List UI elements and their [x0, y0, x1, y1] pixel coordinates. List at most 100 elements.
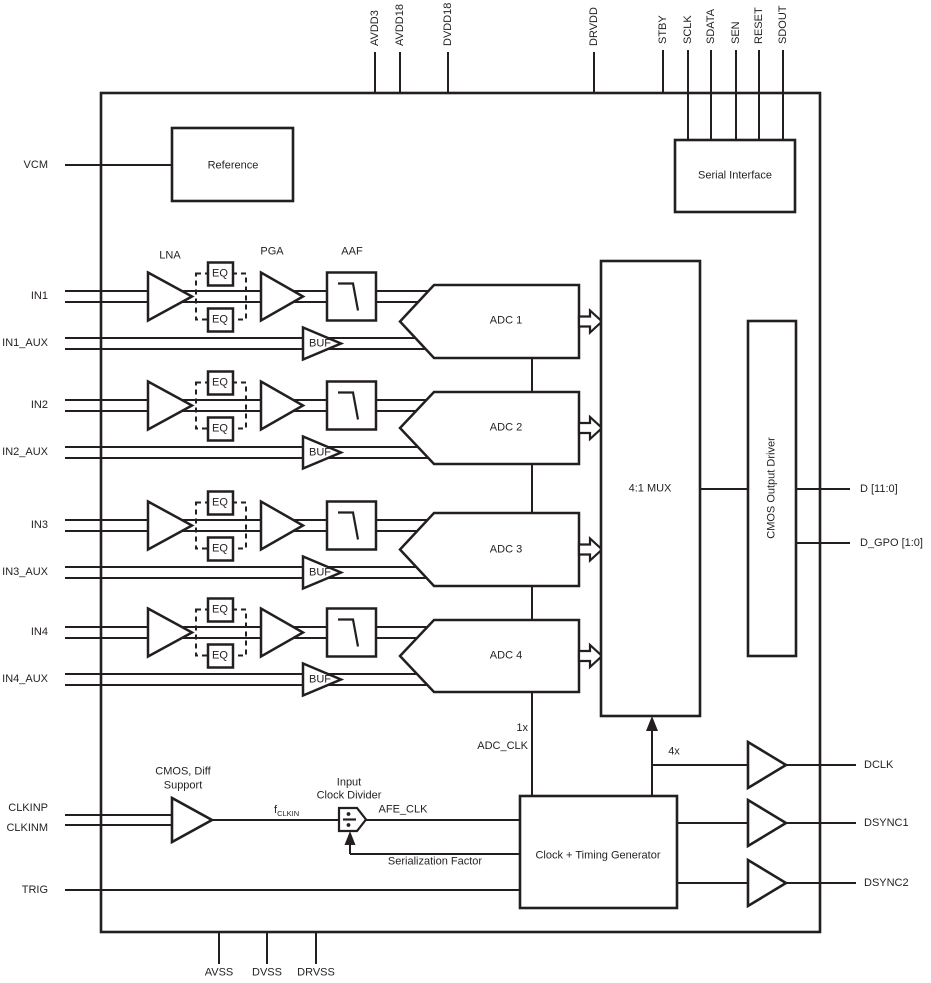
- pin-clkinp: CLKINP: [8, 802, 48, 814]
- pin-in4: IN4: [30, 626, 48, 638]
- pin-dclk: DCLK: [864, 759, 894, 771]
- pin-dsync1: DSYNC1: [864, 817, 909, 829]
- fclkin-sub: CLKIN: [277, 809, 300, 819]
- lna-triangle: [146, 270, 195, 323]
- eq-label: EQ: [212, 376, 228, 389]
- eq-box: [206, 261, 235, 669]
- clock-divider-label-line2: Clock Divider: [316, 789, 382, 802]
- mux-box: [599, 259, 702, 718]
- fclkin-base: f: [274, 804, 278, 816]
- pin-sen: SEN: [730, 21, 742, 44]
- pin-clkinm: CLKINM: [6, 822, 48, 834]
- pin-sclk: SCLK: [682, 15, 694, 44]
- aaf-box: [325, 380, 378, 431]
- eq-label: EQ: [212, 267, 228, 280]
- pin-in3: IN3: [30, 519, 48, 531]
- pin-trig: TRIG: [21, 884, 48, 896]
- reference-box: [170, 126, 295, 203]
- pin-sdout: SDOUT: [777, 5, 789, 45]
- up-arrowhead-icon: [646, 716, 658, 731]
- adc3-shape: [398, 511, 581, 588]
- eq-label: EQ: [212, 496, 228, 509]
- pin-drvdd: DRVDD: [588, 7, 600, 46]
- pin-avss: AVSS: [204, 966, 234, 979]
- adc2-label: ADC 2: [489, 421, 523, 434]
- pin-dvdd18: DVDD18: [442, 2, 454, 46]
- mux-label: 4:1 MUX: [628, 482, 672, 495]
- clock-gen-box: [518, 794, 679, 910]
- up-arrowhead-icon: [344, 831, 356, 845]
- pin-sdata: SDATA: [705, 8, 717, 44]
- divide-dot: [346, 812, 351, 816]
- divide-dot: [346, 823, 351, 827]
- adc-clk-label: ADC_CLK: [477, 740, 528, 752]
- arrowheads: [344, 716, 658, 845]
- pga-triangle: [259, 270, 306, 323]
- adc3-label: ADC 3: [489, 543, 523, 556]
- reference-label: Reference: [207, 159, 259, 172]
- adc4-shape: [398, 618, 581, 694]
- adc1-label: ADC 1: [489, 314, 523, 327]
- clock-support-label-line2: Support: [163, 779, 203, 792]
- pin-dvss: DVSS: [252, 966, 282, 979]
- pin-d-bus: D [11:0]: [860, 483, 898, 495]
- cmos-driver-box: [746, 319, 798, 658]
- adc1-shape: [398, 283, 581, 360]
- pin-in3-aux: IN3_AUX: [2, 566, 48, 578]
- buf-triangle: [301, 434, 345, 471]
- pin-in1: IN1: [30, 290, 48, 302]
- eq-label: EQ: [212, 313, 228, 326]
- adc2-shape: [398, 390, 581, 466]
- adc4-label: ADC 4: [489, 649, 523, 662]
- serial-interface-label: Serial Interface: [698, 169, 772, 182]
- major-blocks: [170, 126, 798, 910]
- fclkin-label: fCLKIN: [274, 804, 299, 820]
- eq-label: EQ: [212, 649, 228, 662]
- eq-label: EQ: [212, 542, 228, 555]
- buf-label: BUF: [309, 337, 331, 350]
- buf-label: BUF: [309, 566, 331, 579]
- pin-in2-aux: IN2_AUX: [2, 446, 48, 458]
- dclk-rate-label: 4x: [668, 745, 680, 758]
- pin-stby: STBY: [657, 15, 669, 44]
- eq-groups: [195, 261, 247, 669]
- lna-triangle: [146, 606, 195, 659]
- lna-label: LNA: [159, 249, 181, 262]
- pin-in2: IN2: [30, 399, 48, 411]
- lna-triangle: [146, 379, 195, 432]
- lna-triangle: [146, 499, 195, 552]
- cmos-driver-label: CMOS Output Driver: [765, 437, 778, 539]
- dsync1-driver-triangle: [746, 797, 789, 849]
- clock-buffer-triangle: [170, 795, 215, 845]
- wires: [65, 50, 856, 964]
- clock-support-label-line1: CMOS, Diff: [155, 765, 211, 778]
- pga-label: PGA: [260, 245, 284, 258]
- lowpass-filter-icon: [338, 282, 360, 647]
- dsync2-driver-triangle: [746, 857, 789, 909]
- chip-boundary: [99, 91, 822, 934]
- pin-dsync2: DSYNC2: [864, 877, 909, 889]
- pin-in4-aux: IN4_AUX: [2, 673, 48, 685]
- dclk-driver-triangle: [746, 739, 789, 791]
- clock-divider-symbol: [337, 806, 368, 833]
- buf-label: BUF: [309, 673, 331, 686]
- pga-triangle: [259, 499, 306, 552]
- aaf-label: AAF: [341, 245, 363, 258]
- pin-d-gpo: D_GPO [1:0]: [860, 537, 923, 549]
- channel-shapes: [146, 270, 604, 698]
- clock-gen-label: Clock + Timing Generator: [535, 849, 661, 862]
- buf-triangle: [301, 325, 345, 362]
- serial-interface-box: [673, 138, 797, 214]
- buf-triangle: [301, 661, 345, 698]
- pin-in1-aux: IN1_AUX: [2, 337, 48, 349]
- eq-label: EQ: [212, 603, 228, 616]
- buf-triangle: [301, 554, 345, 591]
- adc-clk-rate-label: 1x: [516, 722, 528, 734]
- eq-label: EQ: [212, 422, 228, 435]
- pga-triangle: [259, 606, 306, 659]
- pin-vcm: VCM: [23, 159, 48, 171]
- pin-avdd18: AVDD18: [394, 4, 406, 46]
- pin-avdd3: AVDD3: [369, 10, 381, 46]
